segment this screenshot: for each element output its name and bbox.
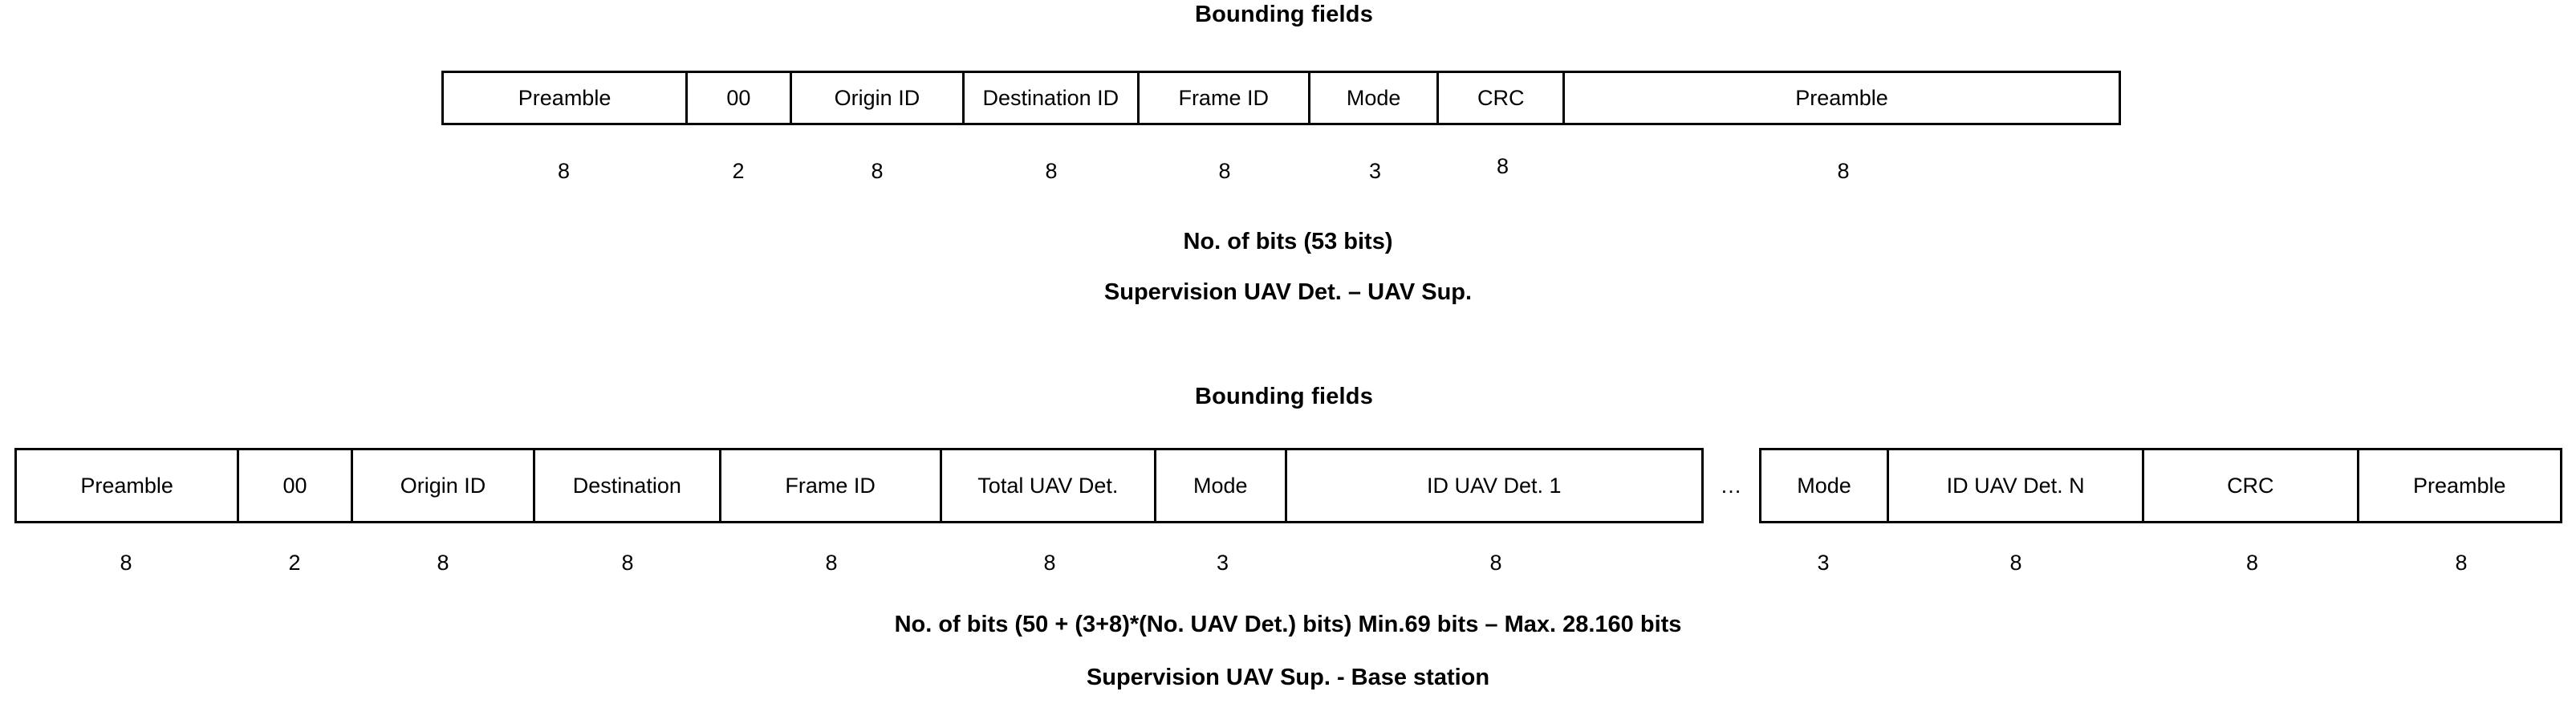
frame1-bounding-fields-heading: Bounding fields: [1194, 2, 1374, 27]
frame2-cell-label: ID UAV Det. N: [1946, 473, 2085, 498]
frame2-cell-label: CRC: [2227, 473, 2274, 498]
frame2-bit-count: 8: [1043, 551, 1056, 575]
frame2-cell-crc: CRC: [2144, 450, 2359, 521]
frame1-cell-label: Preamble: [1795, 85, 1888, 110]
frame2-cell-label: Destination: [572, 473, 681, 498]
frame2-field-group-right: Mode ID UAV Det. N CRC Preamble: [1759, 448, 2562, 523]
frame2-total-bits-caption: No. of bits (50 + (3+8)*(No. UAV Det.) b…: [894, 612, 1682, 637]
frame2-bit-count: 8: [437, 551, 449, 575]
frame2-cell-label: Frame ID: [785, 473, 876, 498]
frame1-cell-label: CRC: [1477, 85, 1525, 110]
frame1-bit-count: 3: [1368, 159, 1382, 183]
frame2-bit-count: 8: [825, 551, 838, 575]
frame1-total-bits-caption: No. of bits (53 bits): [1183, 229, 1393, 254]
frame2-bounding-fields-heading: Bounding fields: [1194, 384, 1374, 409]
frame1-cell-label: 00: [726, 85, 751, 110]
frame2-cell-total-uav-det: Total UAV Det.: [941, 450, 1156, 521]
frame2-bit-count: 3: [1817, 551, 1830, 575]
frame2-cell-frame-id: Frame ID: [721, 450, 942, 521]
frame2-cell-destination: Destination: [535, 450, 721, 521]
frame1-cell-label: Preamble: [518, 85, 611, 110]
frame1-cell-label: Origin ID: [834, 85, 920, 110]
frame2-cell-preamble-tail: Preamble: [2359, 450, 2560, 521]
frame2-ellipsis-separator: …: [1720, 473, 1743, 498]
frame2-bit-count: 8: [120, 551, 132, 575]
frame2-bit-counts: 8 2 8 8 8 8 3 8 3 8 8 8: [14, 552, 2562, 574]
frame2-bit-count: 8: [2455, 551, 2468, 575]
frame1-bit-count: 8: [557, 159, 571, 183]
frame2-bit-count: 8: [621, 551, 634, 575]
frame2-cell-label: ID UAV Det. 1: [1426, 473, 1562, 498]
frame2-cell-label: Mode: [1797, 473, 1851, 498]
frame2-cell-id-uav-det-1: ID UAV Det. 1: [1286, 450, 1702, 521]
frame1-bit-count: 8: [1218, 159, 1231, 183]
frame1-cell-preamble-tail: Preamble: [1565, 73, 2119, 123]
frame2-cell-label: Mode: [1193, 473, 1248, 498]
frame2-packet-diagram: Preamble 00 Origin ID Destination Frame …: [14, 448, 2562, 523]
frame2-bit-count: 3: [1216, 551, 1229, 575]
frame2-cell-preamble: Preamble: [17, 450, 240, 521]
frame2-cell-00: 00: [239, 450, 353, 521]
frame1-cell-label: Destination ID: [982, 85, 1119, 110]
frame1-cell-mode: Mode: [1310, 73, 1440, 123]
frame1-field-group: Preamble 00 Origin ID Destination ID Fra…: [441, 71, 2121, 125]
frame1-bit-count: 8: [1837, 159, 1850, 183]
frame2-cell-mode-last: Mode: [1761, 450, 1890, 521]
frame2-field-group-left: Preamble 00 Origin ID Destination Frame …: [14, 448, 1704, 523]
frame2-cell-id-uav-det-n: ID UAV Det. N: [1889, 450, 2145, 521]
frame2-bit-count: 8: [1489, 551, 1502, 575]
frame2-link-caption: Supervision UAV Sup. - Base station: [1086, 665, 1490, 690]
frame1-cell-00: 00: [688, 73, 792, 123]
frame1-packet-diagram: Preamble 00 Origin ID Destination ID Fra…: [441, 71, 2121, 125]
frame1-cell-label: Mode: [1346, 85, 1401, 110]
frame2-cell-origin-id: Origin ID: [352, 450, 536, 521]
frame2-cell-label: 00: [282, 473, 307, 498]
frame1-cell-frame-id: Frame ID: [1139, 73, 1310, 123]
frame1-link-caption: Supervision UAV Det. – UAV Sup.: [1103, 279, 1473, 305]
frame1-cell-destination-id: Destination ID: [965, 73, 1140, 123]
frame1-bit-count: 8: [1496, 154, 1509, 178]
frame1-bit-counts: 8 2 8 8 8 3 8 8: [441, 156, 2121, 183]
frame2-cell-label: Preamble: [2412, 473, 2506, 498]
frame1-cell-origin-id: Origin ID: [791, 73, 965, 123]
frame1-bit-count: 8: [1045, 159, 1058, 183]
frame2-cell-label: Preamble: [80, 473, 173, 498]
frame2-bit-count: 2: [288, 551, 301, 575]
frame1-cell-crc: CRC: [1439, 73, 1565, 123]
frame2-cell-label: Origin ID: [400, 473, 486, 498]
frame2-bit-count: 8: [2009, 551, 2022, 575]
frame1-bit-count: 8: [871, 159, 884, 183]
frame2-cell-mode-first: Mode: [1156, 450, 1287, 521]
frame1-cell-label: Frame ID: [1178, 85, 1269, 110]
frame1-cell-preamble: Preamble: [444, 73, 689, 123]
frame2-cell-label: Total UAV Det.: [977, 473, 1119, 498]
frame1-bit-count: 2: [732, 159, 745, 183]
frame2-bit-count: 8: [2245, 551, 2259, 575]
